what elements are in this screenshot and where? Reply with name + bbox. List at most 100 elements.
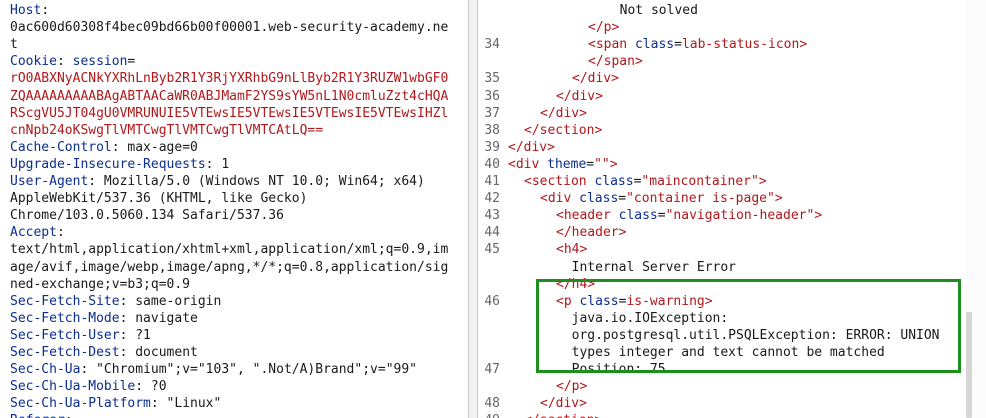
header-name: Sec-Ch-Ua bbox=[10, 362, 81, 378]
header-separator: : bbox=[119, 293, 128, 309]
code-token: = bbox=[657, 208, 666, 224]
header-value: age/avif,image/webp,image/apng,*/*;q=0.8… bbox=[10, 259, 449, 275]
response-line: 37</div> bbox=[478, 105, 986, 122]
header-name: Sec-Ch-Ua-Platform bbox=[10, 396, 151, 412]
request-line: RScgVU5JT04gU0VMRUNUIE5VTEwsIE5VTEwsIE5V… bbox=[0, 105, 468, 122]
code-content: </div> bbox=[540, 105, 587, 122]
code-token: </div> bbox=[540, 105, 587, 121]
header-name: User-Agent bbox=[10, 174, 89, 189]
request-line: Cookie: session= bbox=[0, 53, 468, 70]
request-line: ned-exchange;v=b3;q=0.9 bbox=[0, 276, 468, 293]
header-name: Host bbox=[10, 3, 42, 18]
header-name: Cache-Control bbox=[10, 139, 112, 155]
line-number: 47 bbox=[484, 362, 500, 378]
code-token: <span bbox=[588, 37, 635, 53]
header-name: Cookie bbox=[10, 54, 57, 70]
response-line: Internal Server Error bbox=[478, 259, 986, 276]
response-editor[interactable]: Not solved</p>34<span class=lab-status-i… bbox=[478, 0, 986, 418]
line-number: 49 bbox=[478, 412, 500, 418]
response-line: 42<div class="container is-page"> bbox=[478, 190, 986, 207]
header-value: navigate bbox=[127, 310, 198, 326]
response-line: 39</div> bbox=[478, 139, 986, 156]
request-line: rO0ABXNyACNkYXRhLnByb2R1Y3RjYXRhbG9nLlBy… bbox=[0, 70, 468, 87]
request-line: Upgrade-Insecure-Requests: 1 bbox=[0, 156, 468, 173]
header-value: Mozilla/5.0 (Windows NT 10.0; Win64; x64… bbox=[96, 174, 425, 189]
response-line: 47 Position: 75 bbox=[478, 361, 986, 378]
code-token: "" bbox=[594, 156, 610, 172]
response-line: </p> bbox=[478, 19, 986, 36]
code-token: <header bbox=[556, 208, 619, 224]
request-line: Accept: bbox=[0, 224, 468, 241]
code-content: Not solved bbox=[604, 2, 698, 19]
scrollbar-thumb[interactable] bbox=[966, 312, 972, 418]
request-line: ZQAAAAAAAAABAgABTAACaWR0ABJMamF2YS9sYW5n… bbox=[0, 88, 468, 105]
request-line: 0ac600d60308f4bec09bd66b00f00001.web-sec… bbox=[0, 19, 468, 36]
request-line: Sec-Fetch-User: ?1 bbox=[0, 327, 468, 344]
header-separator: : bbox=[150, 396, 159, 412]
code-token: </span> bbox=[588, 54, 643, 70]
code-token: = bbox=[674, 37, 682, 53]
code-content: <p class=is-warning> bbox=[556, 293, 713, 310]
header-separator: : bbox=[111, 139, 120, 155]
line-number: 45 bbox=[484, 242, 500, 258]
code-token: > bbox=[814, 208, 823, 224]
response-line: org.postgresql.util.PSQLException: ERROR… bbox=[478, 327, 986, 344]
header-value: "Linux" bbox=[158, 396, 222, 412]
response-line: types integer and text cannot be matched bbox=[478, 344, 986, 361]
request-editor[interactable]: Host: 0ac600d60308f4bec09bd66b00f00001.we… bbox=[0, 0, 468, 418]
response-line: 34<span class=lab-status-icon> bbox=[478, 36, 986, 53]
response-scrollbar[interactable] bbox=[966, 0, 986, 418]
line-number: 34 bbox=[484, 37, 500, 53]
code-content: </header> bbox=[556, 224, 626, 241]
pane-splitter[interactable] bbox=[468, 0, 478, 418]
header-name: Sec-Fetch-Site bbox=[10, 293, 120, 309]
header-name: Sec-Fetch-Dest bbox=[10, 345, 120, 360]
request-line: text/html,application/xhtml+xml,applicat… bbox=[0, 241, 468, 258]
header-separator: : bbox=[119, 327, 128, 343]
code-content: org.postgresql.util.PSQLException: ERROR… bbox=[556, 327, 940, 344]
code-token: </div> bbox=[572, 71, 619, 87]
header-value: ned-exchange;v=b3;q=0.9 bbox=[10, 276, 191, 292]
header-value: 1 bbox=[213, 156, 230, 172]
response-line: 38</section> bbox=[478, 122, 986, 139]
request-line: cnNpb24oKSwgTlVMTCwgTlVMTCwgTlVMTCAtLQ== bbox=[0, 122, 468, 139]
code-token: </section> bbox=[524, 413, 602, 418]
code-content: types integer and text cannot be matched bbox=[556, 344, 885, 361]
header-separator: : bbox=[56, 225, 65, 241]
request-line: Sec-Ch-Ua-Platform: "Linux" bbox=[0, 395, 468, 412]
request-line: Sec-Fetch-Mode: navigate bbox=[0, 310, 468, 327]
code-content: <h4> bbox=[556, 241, 587, 258]
header-separator: : bbox=[119, 310, 128, 326]
response-line: Not solved bbox=[478, 2, 986, 19]
line-number: 48 bbox=[484, 396, 500, 412]
code-token: class bbox=[618, 208, 658, 224]
code-token: <div bbox=[508, 156, 548, 172]
code-token: <div bbox=[540, 191, 580, 207]
code-token: </h4> bbox=[556, 276, 596, 292]
response-line: 46<p class=is-warning> bbox=[478, 293, 986, 310]
code-token: org.postgresql.util.PSQLException: ERROR… bbox=[556, 327, 940, 343]
header-value: 0ac600d60308f4bec09bd66b00f00001.web-sec… bbox=[10, 20, 449, 36]
code-token: </div> bbox=[556, 88, 603, 104]
line-number: 42 bbox=[484, 191, 500, 207]
response-line: </p> bbox=[478, 378, 986, 395]
code-token: "navigation-header" bbox=[665, 208, 815, 224]
code-token: </header> bbox=[556, 225, 627, 241]
code-content: <header class="navigation-header"> bbox=[556, 207, 822, 224]
header-name: Upgrade-Insecure-Requests bbox=[10, 156, 206, 172]
request-line: Referer: bbox=[0, 412, 468, 418]
response-line: 41<section class="maincontainer"> bbox=[478, 173, 986, 190]
header-value: document bbox=[127, 345, 198, 360]
response-line: java.io.IOException: bbox=[478, 310, 986, 327]
code-content: </span> bbox=[588, 53, 643, 70]
header-value: ?1 bbox=[127, 327, 151, 343]
code-token: java.io.IOException: bbox=[556, 310, 729, 326]
response-line: 36</div> bbox=[478, 88, 986, 105]
session-cookie-value: cnNpb24oKSwgTlVMTCwgTlVMTCwgTlVMTCAtLQ== bbox=[10, 122, 324, 138]
request-line: Chrome/103.0.5060.134 Safari/537.36 bbox=[0, 207, 468, 224]
cookie-separator: = bbox=[127, 54, 136, 70]
session-cookie-value: ZQAAAAAAAAABAgABTAACaWR0ABJMamF2YS9sYW5n… bbox=[10, 88, 449, 104]
code-token: > bbox=[758, 174, 767, 189]
code-content: <section class="maincontainer"> bbox=[524, 173, 767, 190]
code-token: Not solved bbox=[604, 3, 698, 18]
